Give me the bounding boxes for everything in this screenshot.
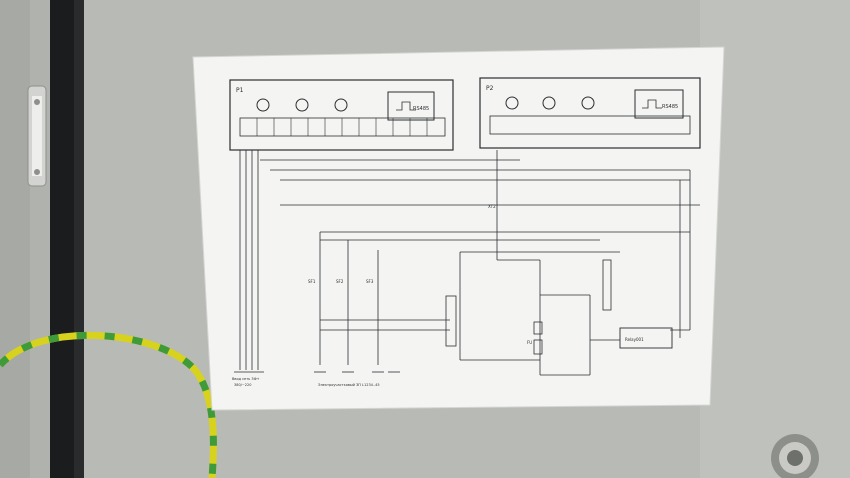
bottom-center-caption: Электроучастковый ЗП L1234..45	[318, 383, 380, 387]
meter-left-rs: RS485	[413, 106, 429, 112]
door-seal-shadow	[74, 0, 84, 478]
switch-label-1: SF1	[308, 279, 316, 284]
cabinet-frame-edge	[30, 0, 52, 478]
module-label: Relay001	[625, 337, 644, 342]
meter-right: P2 RS485	[479, 77, 701, 149]
door-rubber-seal	[50, 0, 76, 478]
door-hinge	[27, 85, 47, 187]
meter-right-rs: RS485	[662, 104, 678, 110]
cabinet-door-light-area	[700, 0, 850, 478]
terminal-block-right	[602, 259, 612, 311]
bottom-left-caption: Ввод сеть 3Ф+	[232, 377, 260, 381]
meter-left-id: P1	[236, 87, 244, 94]
relay-module	[619, 327, 673, 349]
switch-label-3: SF3	[366, 279, 374, 284]
schematic-sheet: P1 RS485	[192, 46, 725, 411]
bottom-left-caption-2: 380/~220	[234, 383, 251, 387]
terminal-block-left	[445, 295, 457, 347]
fuse-lower	[533, 339, 543, 355]
switch-label-2: SF2	[336, 279, 344, 284]
meter-left: P1 RS485	[229, 79, 454, 151]
meter-right-id: P2	[486, 85, 494, 92]
ground-bolt	[771, 434, 819, 478]
ground-wire	[0, 331, 217, 478]
relay-label: FU	[527, 340, 532, 345]
fuse	[533, 321, 543, 335]
bus-mark: XT2	[488, 204, 496, 209]
schematic-wiring	[239, 150, 700, 376]
meter-left-terminals	[239, 117, 446, 137]
